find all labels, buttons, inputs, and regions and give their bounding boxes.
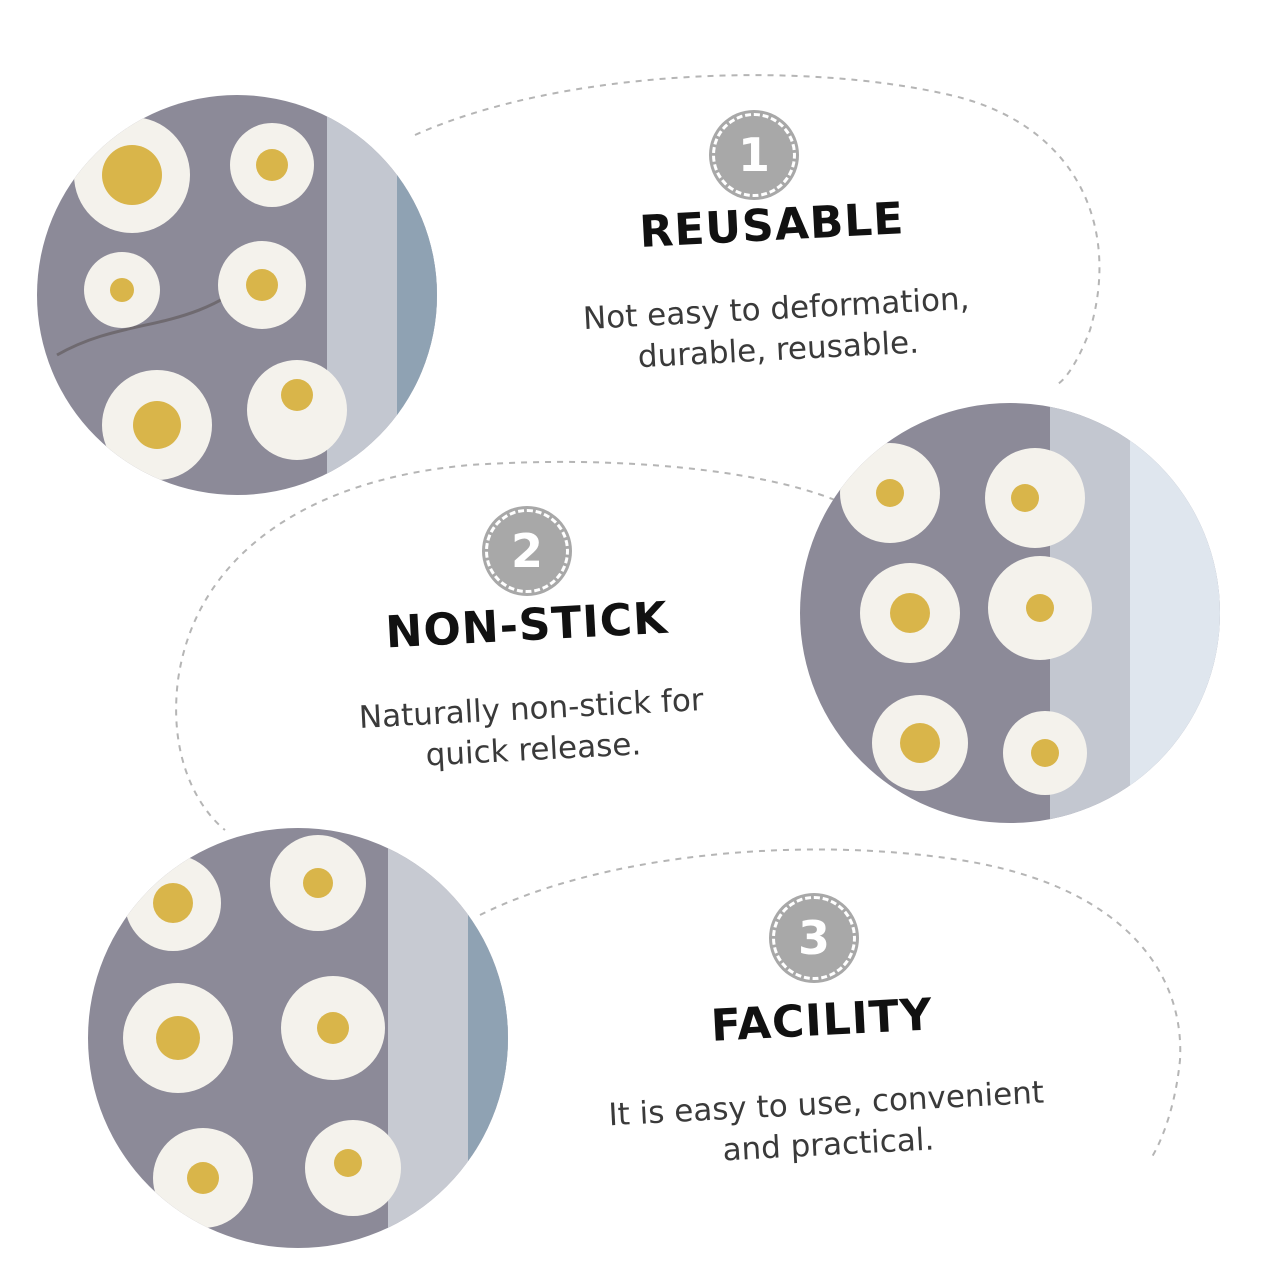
flower: [270, 835, 366, 931]
product-photo-1: [37, 95, 437, 495]
flower: [281, 976, 385, 1080]
product-photo-2: [800, 403, 1220, 823]
step-badge-3: 3: [772, 896, 856, 980]
flower: [860, 563, 960, 663]
flower-mold-photo: [800, 403, 1220, 823]
product-photo-3: [88, 828, 508, 1248]
step-badge-2: 2: [485, 509, 569, 593]
flower: [84, 252, 160, 328]
flower: [985, 448, 1085, 548]
flower: [247, 360, 347, 460]
step-badge-1: 1: [712, 113, 796, 197]
feature-2: NON-STICK Naturally non-stick for quick …: [296, 588, 764, 783]
flower: [1003, 711, 1087, 795]
flower: [74, 117, 190, 233]
flower: [230, 123, 314, 207]
flower: [840, 443, 940, 543]
flower: [305, 1120, 401, 1216]
flower: [153, 1128, 253, 1228]
flower: [102, 370, 212, 480]
flower-mold-photo: [88, 828, 508, 1248]
flower-mold-photo: [37, 95, 437, 495]
flower: [123, 983, 233, 1093]
flower: [988, 556, 1092, 660]
flower: [872, 695, 968, 791]
flower: [218, 241, 306, 329]
feature-3: FACILITY It is easy to use, convenient a…: [571, 982, 1079, 1179]
feature-1: REUSABLE Not easy to deformation, durabl…: [541, 188, 1009, 383]
